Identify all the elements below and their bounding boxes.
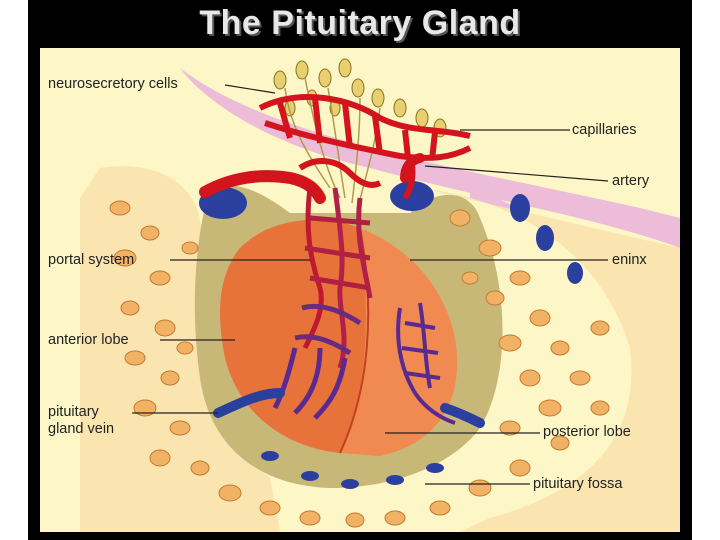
leader-neurosecretory <box>224 84 276 94</box>
artery-left <box>199 170 326 204</box>
sinus-bottom-1 <box>261 451 279 461</box>
portal-system-mesh <box>272 187 373 420</box>
bone-particles <box>109 200 610 528</box>
pituitary-illustration <box>80 58 680 532</box>
capillary-network <box>258 94 472 200</box>
vein-left <box>213 388 285 418</box>
label-neurosecretory-cells: neurosecretory cells <box>48 76 178 92</box>
sinus-right <box>390 181 434 211</box>
sinus-right-2 <box>510 194 530 222</box>
hypothalamus-tissue <box>180 68 680 248</box>
leader-lines <box>132 84 609 485</box>
sinus-right-3 <box>536 225 554 251</box>
label-anterior-lobe: anterior lobe <box>48 332 129 348</box>
label-pituitary-gland-vein-line2: gland vein <box>48 421 115 437</box>
label-portal-system: portal system <box>48 252 135 268</box>
sinus-bottom-3 <box>341 479 359 489</box>
label-posterior-lobe: posterior lobe <box>543 424 631 440</box>
leader-artery <box>424 165 609 182</box>
artery-right <box>400 153 425 183</box>
label-meninx: eninx <box>612 252 647 268</box>
label-pituitary-fossa: pituitary fossa <box>533 476 623 492</box>
sinus-bottom-2 <box>301 471 319 481</box>
vein-right <box>440 403 485 428</box>
label-capillaries: capillaries <box>572 122 637 138</box>
label-artery: artery <box>612 173 650 189</box>
sinus-right-4 <box>567 262 583 284</box>
sphenoid-bone-right <box>420 188 680 532</box>
posterior-vessel-mesh <box>396 302 456 425</box>
diagram-title: The Pituitary Gland <box>199 4 521 42</box>
sinus-bottom-5 <box>426 463 444 473</box>
label-pituitary-gland-vein-line1: pituitary <box>48 404 99 420</box>
sinus-bottom-4 <box>386 475 404 485</box>
